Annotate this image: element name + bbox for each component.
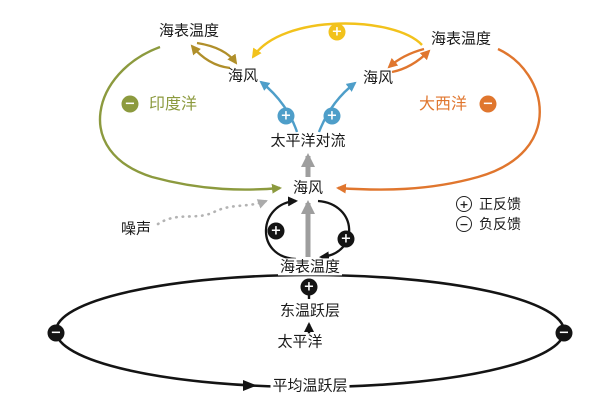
label-seawind-left: 海风 <box>227 66 259 85</box>
label-pacific: 太平洋 <box>275 332 325 351</box>
plus-badge-thermocline: + <box>300 278 318 296</box>
legend-negative-feedback: − 负反馈 <box>456 214 521 234</box>
label-mean-thermocline: 平均温跃层 <box>270 376 350 395</box>
arrow-seawind-to-sst-right <box>391 49 431 74</box>
plus-badge-blue-right: + <box>323 107 341 125</box>
minus-circle-icon: − <box>456 216 472 232</box>
plus-badge-yellow-top: + <box>328 23 346 41</box>
label-seawind-center: 海风 <box>290 178 326 197</box>
legend-positive-feedback: + 正反馈 <box>456 194 521 214</box>
label-sst-top-left: 海表温度 <box>158 21 220 40</box>
label-indian-ocean: 印度洋 <box>148 93 198 113</box>
label-sst-center: 海表温度 <box>277 257 343 276</box>
label-east-thermocline: 东温跃层 <box>277 301 343 320</box>
plus-badge-loop-left: + <box>267 222 285 240</box>
minus-badge-indian-ocean: − <box>121 95 139 113</box>
arrow-seawind-to-sst-left <box>190 44 231 70</box>
plus-badge-blue-left: + <box>277 107 295 125</box>
arrow-convection-to-seawind-right <box>317 81 357 133</box>
label-pacific-convection: 太平洋对流 <box>268 131 348 150</box>
legend-negative-label: 负反馈 <box>479 217 521 233</box>
plus-badge-loop-right: + <box>337 230 355 248</box>
pacific-loop-arrowhead <box>243 380 257 391</box>
feedback-loop-left <box>264 196 298 261</box>
arrow-sst-to-seawind-right <box>387 47 425 69</box>
label-seawind-right: 海风 <box>362 68 394 87</box>
arrow-convection-to-seawind-left <box>259 80 299 133</box>
arrow-noise <box>156 199 268 226</box>
arrow-indian-ocean-loop <box>98 45 282 194</box>
label-noise: 噪声 <box>120 219 152 238</box>
label-sst-top-right: 海表温度 <box>430 29 492 48</box>
arrow-atlantic-loop <box>336 47 541 194</box>
minus-badge-atlantic-ocean: − <box>479 95 497 113</box>
minus-badge-ellipse-left: − <box>47 324 65 342</box>
plus-circle-icon: + <box>456 196 472 212</box>
legend-positive-label: 正反馈 <box>479 197 521 213</box>
feedback-loop-right <box>317 199 351 262</box>
arrow-sst-to-seawind-left <box>196 41 238 65</box>
minus-badge-ellipse-right: − <box>555 324 573 342</box>
label-atlantic-ocean: 大西洋 <box>418 93 468 113</box>
